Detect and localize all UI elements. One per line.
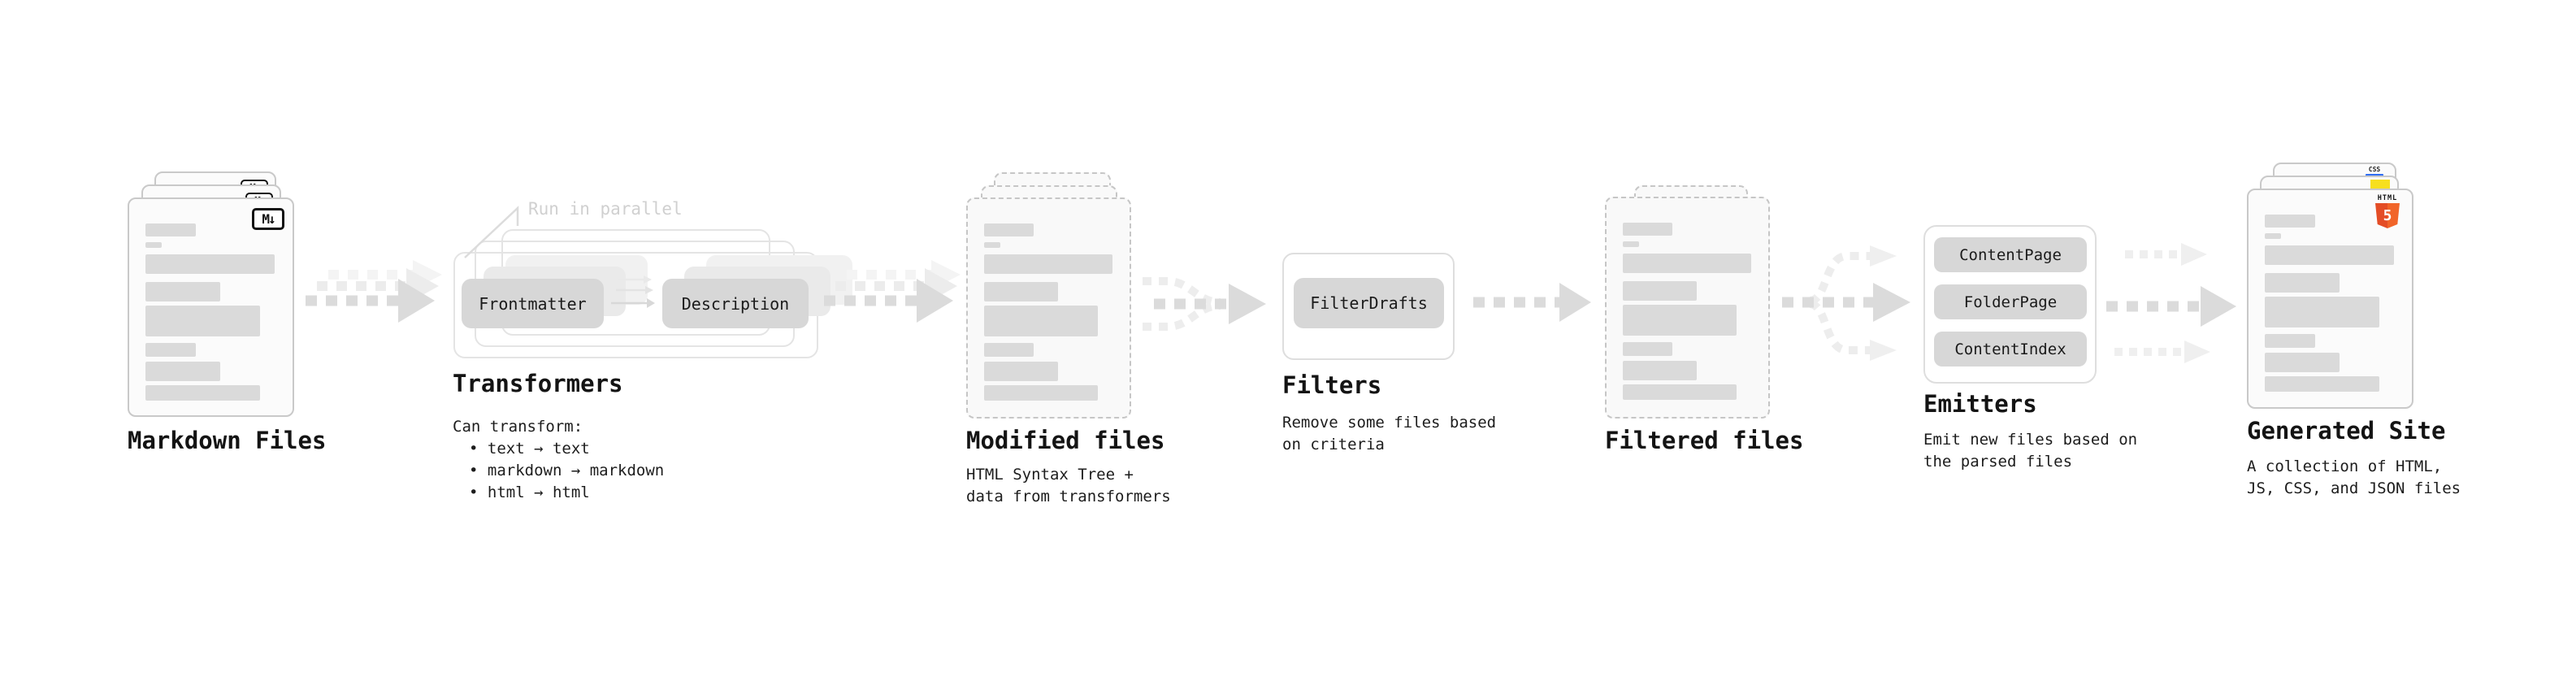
modified-desc-line: data from transformers xyxy=(966,488,1171,505)
generated-desc-line: A collection of HTML, xyxy=(2247,458,2443,475)
css-icon: CSS xyxy=(2366,166,2383,177)
transformers-heading: Transformers xyxy=(453,370,623,397)
transformers-bullet: • html → html xyxy=(469,484,590,501)
filters-description: Remove some files based on criteria xyxy=(1282,412,1496,456)
contentpage-pill: ContentPage xyxy=(1934,237,2087,272)
generated-site-heading: Generated Site xyxy=(2247,417,2446,445)
transformers-desc-title: Can transform: xyxy=(453,418,583,436)
description-pill: Description xyxy=(662,279,809,328)
emitters-description: Emit new files based on the parsed files xyxy=(1923,429,2137,473)
css-icon-label: CSS xyxy=(2368,166,2381,173)
emitters-heading: Emitters xyxy=(1923,390,2037,418)
filterdrafts-pill: FilterDrafts xyxy=(1294,278,1444,328)
frontmatter-pill: Frontmatter xyxy=(462,279,604,328)
flow-arrow-emitters-to-generated xyxy=(2106,243,2236,363)
run-in-parallel-note: Run in parallel xyxy=(528,199,683,219)
filters-desc-line: on criteria xyxy=(1282,436,1385,453)
filters-heading: Filters xyxy=(1282,371,1382,399)
html5-icon: HTML 5 xyxy=(2372,194,2403,228)
generated-page-html: HTML 5 xyxy=(2247,189,2413,409)
document-skeleton xyxy=(968,199,1130,417)
generated-desc-line: JS, CSS, and JSON files xyxy=(2247,479,2461,497)
transformers-bullet: • text → text xyxy=(469,440,590,458)
filters-desc-line: Remove some files based xyxy=(1282,414,1497,432)
modified-files-description: HTML Syntax Tree + data from transformer… xyxy=(966,464,1171,508)
flow-arrow-filtered-to-emitters xyxy=(1782,245,1910,361)
modified-desc-line: HTML Syntax Tree + xyxy=(966,466,1134,484)
filtered-files-heading: Filtered files xyxy=(1605,427,1804,454)
flow-arrow-transformers-to-modified xyxy=(824,260,961,323)
flow-arrow-filters-to-filtered xyxy=(1473,283,1591,322)
flow-arrow-modified-to-filters xyxy=(1143,277,1266,331)
emitters-desc-line: the parsed files xyxy=(1923,453,2073,471)
generated-site-description: A collection of HTML, JS, CSS, and JSON … xyxy=(2247,456,2461,500)
transformers-description: Can transform: • text → text • markdown … xyxy=(453,416,664,504)
html5-icon-label: HTML xyxy=(2377,194,2398,202)
filtered-page-front xyxy=(1605,197,1770,419)
js-icon xyxy=(2370,180,2390,189)
emitters-desc-line: Emit new files based on xyxy=(1923,431,2138,449)
html5-icon-shield: 5 xyxy=(2375,203,2400,228)
run-in-parallel-callout-line xyxy=(464,206,519,258)
flow-arrow-markdown-to-transformers xyxy=(306,260,442,323)
css-icon-bar xyxy=(2366,174,2383,177)
modified-files-heading: Modified files xyxy=(966,427,1165,454)
transform-step-arrows xyxy=(611,275,655,308)
markdown-icon: M↓ xyxy=(252,208,284,230)
markdown-page-front: M↓ xyxy=(128,197,294,417)
markdown-files-label: Markdown Files xyxy=(128,427,327,454)
document-skeleton xyxy=(2249,190,2412,407)
contentindex-pill: ContentIndex xyxy=(1934,332,2087,367)
transformers-bullet: • markdown → markdown xyxy=(469,462,665,479)
document-skeleton xyxy=(1607,198,1768,417)
document-skeleton xyxy=(129,199,293,415)
modified-page-front xyxy=(966,197,1131,419)
folderpage-pill: FolderPage xyxy=(1934,284,2087,319)
markdown-icon-label: M↓ xyxy=(262,211,275,227)
